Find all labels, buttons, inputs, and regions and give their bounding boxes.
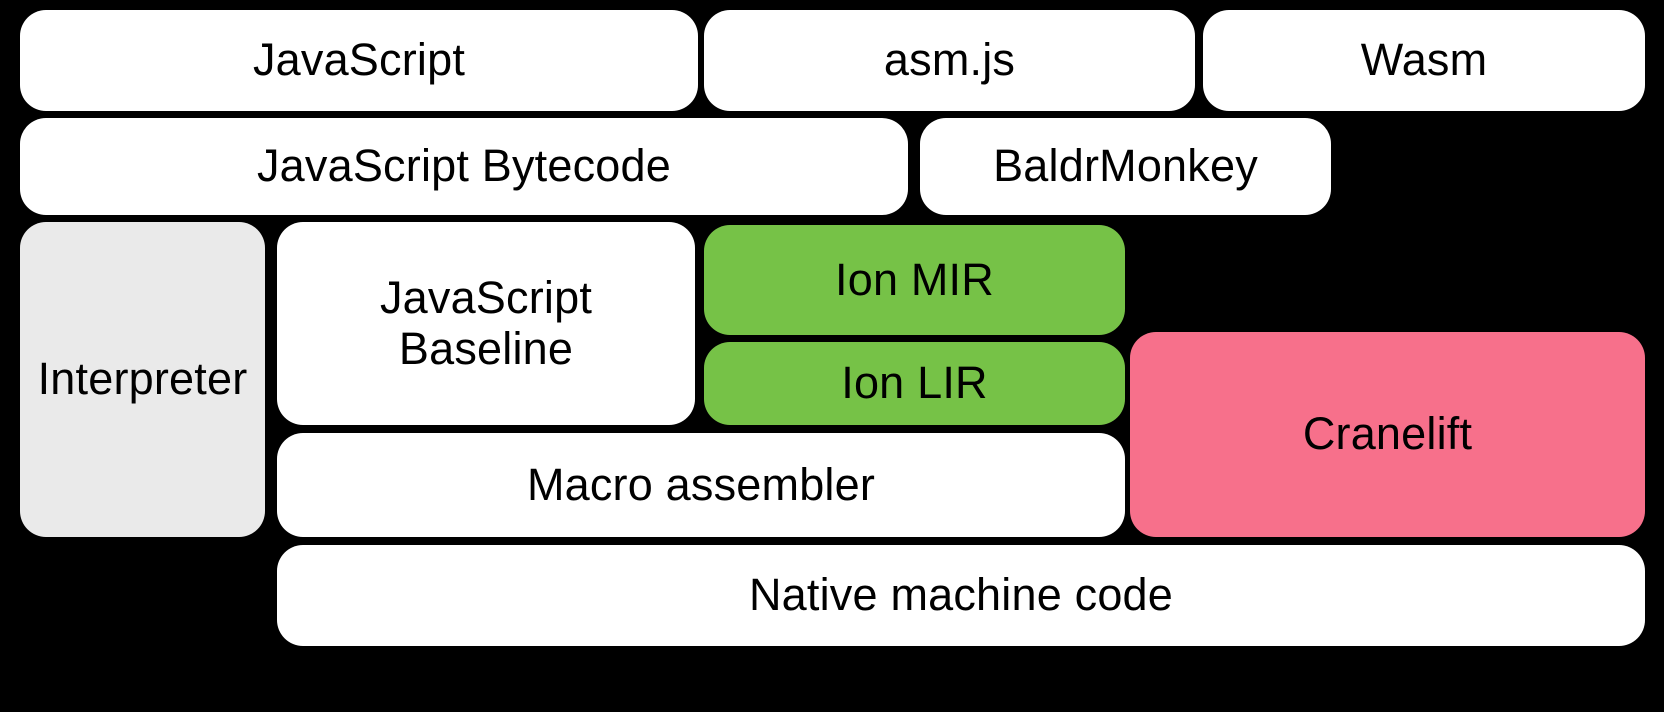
node-baldrmonkey[interactable]: BaldrMonkey [920,118,1331,215]
node-macro-assembler[interactable]: Macro assembler [277,433,1125,537]
node-asmjs[interactable]: asm.js [704,10,1195,111]
node-javascript[interactable]: JavaScript [20,10,698,111]
node-javascript-bytecode[interactable]: JavaScript Bytecode [20,118,908,215]
node-javascript-baseline[interactable]: JavaScript Baseline [277,222,695,425]
node-interpreter[interactable]: Interpreter [20,222,265,537]
node-cranelift[interactable]: Cranelift [1130,332,1645,537]
node-wasm[interactable]: Wasm [1203,10,1645,111]
node-native-machine-code[interactable]: Native machine code [277,545,1645,646]
node-ion-lir[interactable]: Ion LIR [704,342,1125,425]
node-ion-mir[interactable]: Ion MIR [704,225,1125,335]
